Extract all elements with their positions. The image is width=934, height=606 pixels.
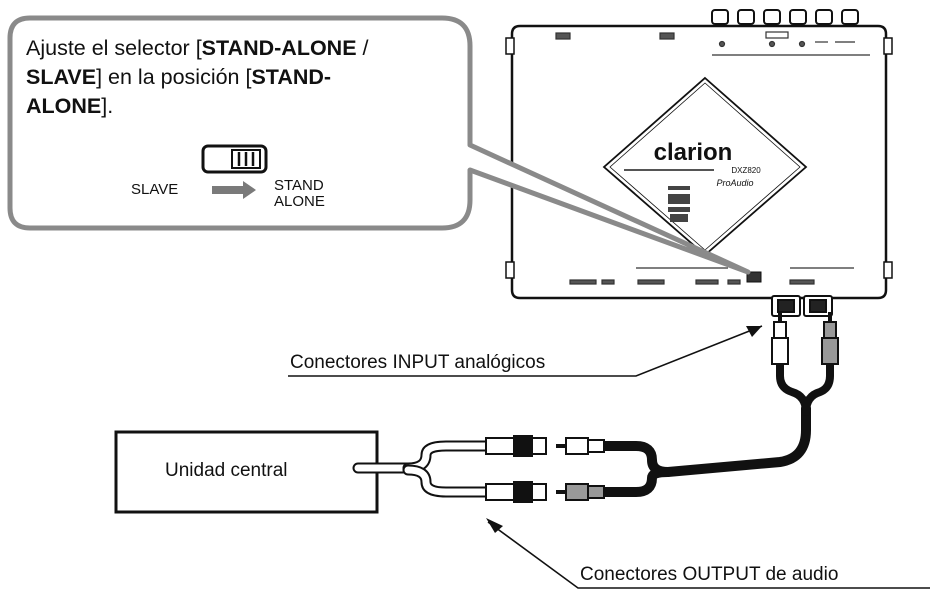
dsp-unit: clarion DXZ820 ProAudio <box>505 9 893 317</box>
callout-line1-a: Ajuste el selector [ <box>26 36 202 60</box>
brand-logo: clarion <box>654 139 733 166</box>
sub-brand: ProAudio <box>716 178 753 188</box>
arrow-icon <box>212 181 256 199</box>
callout-line3-a: ALONE <box>26 94 102 118</box>
top-connectors <box>711 9 859 25</box>
callout-line2-c: STAND- <box>251 65 332 89</box>
arrow-icon <box>746 326 762 337</box>
certification-logos <box>668 186 690 222</box>
switch-label-slave: SLAVE <box>131 181 179 198</box>
input-connectors-label: Conectores INPUT analógicos <box>290 352 546 373</box>
arrow-icon <box>486 518 503 533</box>
device-input-jacks <box>771 295 833 317</box>
callout-bubble <box>7 15 751 275</box>
switch-label-alone: ALONE <box>274 193 325 210</box>
head-unit-rca-jacks <box>485 435 547 503</box>
switch-illustration <box>201 144 268 199</box>
brand-plate: clarion DXZ820 ProAudio <box>602 76 808 257</box>
cable-rca-plugs <box>556 437 605 501</box>
callout-line2-b: ] en la posición [ <box>96 65 252 89</box>
device-rca-plugs <box>771 312 839 365</box>
head-unit-label: Unidad central <box>165 460 288 481</box>
model-number: DXZ820 <box>731 166 761 175</box>
device-selector-switch <box>746 271 762 283</box>
switch-label-stand: STAND <box>274 177 324 194</box>
callout-line3-b: ]. <box>101 94 114 118</box>
callout-line1-b: STAND-ALONE <box>201 36 357 60</box>
output-connectors-label: Conectores OUTPUT de audio <box>580 564 839 585</box>
callout-line2-a: SLAVE <box>26 65 97 89</box>
switch-label-stand-alone: STAND ALONE <box>274 178 325 210</box>
callout-line1-c: / <box>356 36 369 60</box>
callout-instruction: Ajuste el selector [STAND-ALONE / SLAVE]… <box>26 34 456 121</box>
leader-lines <box>288 325 930 589</box>
head-unit-box <box>114 430 379 514</box>
cables <box>352 358 834 498</box>
